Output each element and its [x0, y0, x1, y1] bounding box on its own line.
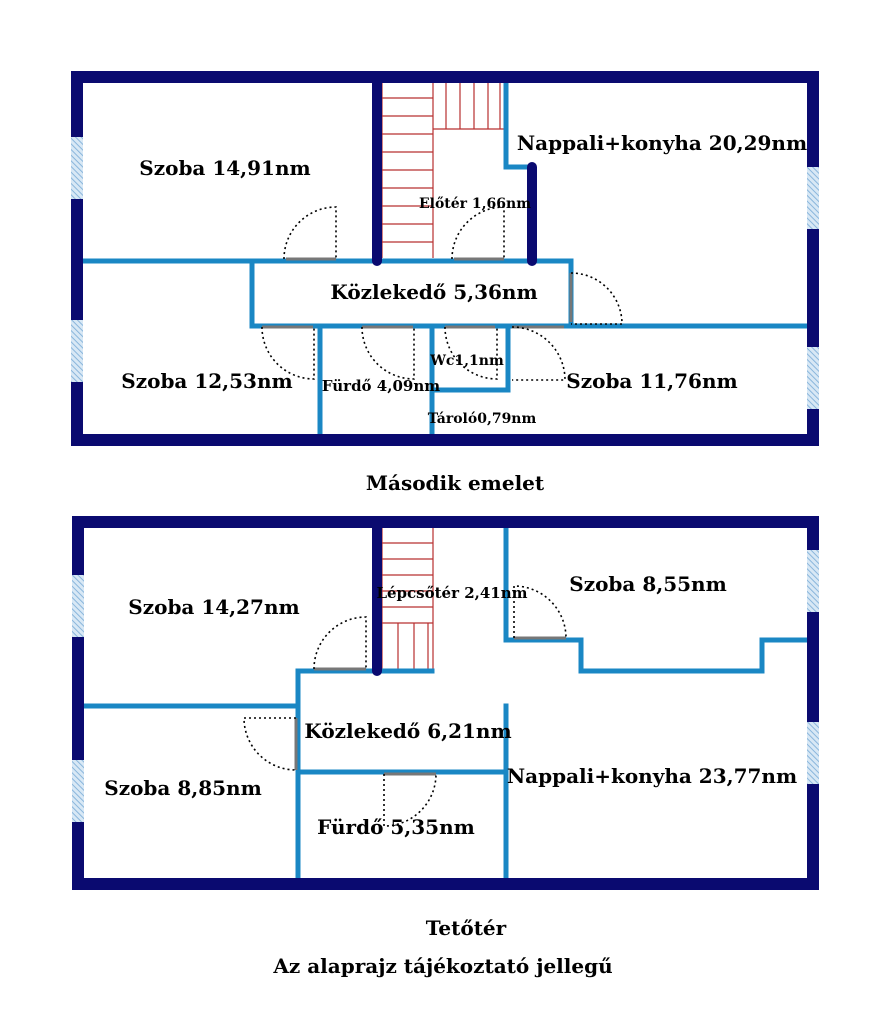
door-panels-second-floor: [262, 257, 573, 329]
outer-walls-second-floor: [71, 71, 819, 446]
room-label-furdo-4-09: Fürdő 4,09nm: [322, 377, 440, 395]
outer-walls-attic: [72, 516, 819, 890]
room-label-szoba-8-55: Szoba 8,55nm: [569, 572, 726, 596]
room-label-furdo-5-35: Fürdő 5,35nm: [317, 815, 475, 839]
room-label-szoba-11-76: Szoba 11,76nm: [566, 369, 737, 393]
windows-attic: [72, 550, 819, 822]
room-label-szoba-8-85: Szoba 8,85nm: [104, 776, 261, 800]
room-label-szoba-12-53: Szoba 12,53nm: [121, 369, 292, 393]
room-label-eloter: Előtér 1,66nm: [419, 196, 531, 212]
room-label-kozlekedo-6-21: Közlekedő 6,21nm: [304, 719, 511, 743]
room-label-szoba-14-27: Szoba 14,27nm: [128, 595, 299, 619]
staircase-second-floor: [381, 82, 504, 258]
second-floor-plan: Szoba 14,91nm Nappali+konyha 20,29nm Elő…: [71, 71, 819, 495]
disclaimer-text: Az alaprajz tájékoztató jellegű: [272, 954, 612, 978]
floor-caption-attic: Tetőtér: [426, 916, 507, 940]
room-label-nappali-20-29: Nappali+konyha 20,29nm: [517, 131, 807, 155]
room-label-szoba-14-91: Szoba 14,91nm: [139, 156, 310, 180]
structural-walls-second-floor: [372, 72, 537, 266]
room-label-nappali-23-77: Nappali+konyha 23,77nm: [507, 764, 797, 788]
inner-walls-second-floor: [79, 79, 811, 438]
door-swings-attic: [243, 585, 567, 827]
attic-floor-plan: Szoba 14,27nm Lépcsőtér 2,41nm Szoba 8,5…: [72, 516, 819, 940]
room-label-kozlekedo-5-36: Közlekedő 5,36nm: [330, 280, 537, 304]
door-panels-attic: [294, 636, 566, 776]
room-label-wc: Wc1,1nm: [429, 353, 504, 369]
windows-second-floor: [71, 137, 819, 409]
inner-walls-attic: [79, 524, 811, 883]
door-swings-second-floor: [261, 206, 623, 381]
floor-caption-second: Második emelet: [366, 471, 545, 495]
room-label-tarolo: Tároló0,79nm: [428, 411, 537, 427]
room-label-lepcsoter: Lépcsőtér 2,41nm: [376, 584, 527, 602]
